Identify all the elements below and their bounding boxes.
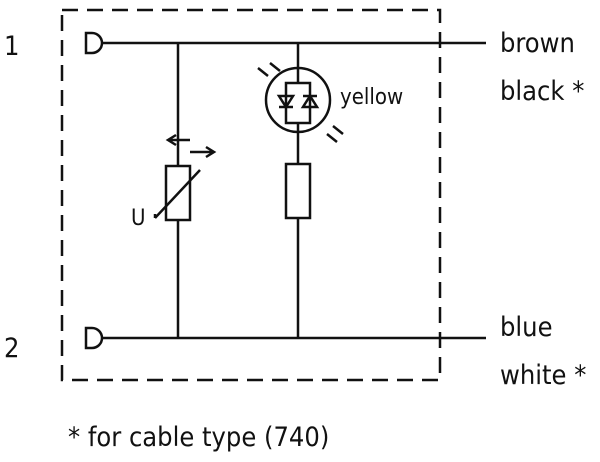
resistor xyxy=(284,162,312,220)
varistor-label: U xyxy=(131,206,146,231)
light-emission-icon xyxy=(257,62,281,77)
wire-color-blue: blue xyxy=(500,312,553,343)
light-emission-icon xyxy=(326,125,344,143)
arrow-right-icon xyxy=(190,145,217,159)
bicolor-led xyxy=(257,43,344,338)
wire-color-brown: brown xyxy=(500,28,575,59)
pin-2-label: 2 xyxy=(4,333,19,364)
led-color-label: yellow xyxy=(340,85,403,110)
varistor xyxy=(153,43,217,338)
pin-2-contact-icon xyxy=(84,326,104,350)
wire-color-white: white * xyxy=(500,360,586,391)
arrow-left-icon xyxy=(165,133,190,147)
housing-boundary xyxy=(60,8,442,382)
wire-color-black: black * xyxy=(500,76,584,107)
pin-1-contact-icon xyxy=(84,31,104,55)
footnote: * for cable type (740) xyxy=(68,422,329,453)
pin-1-label: 1 xyxy=(4,31,19,62)
